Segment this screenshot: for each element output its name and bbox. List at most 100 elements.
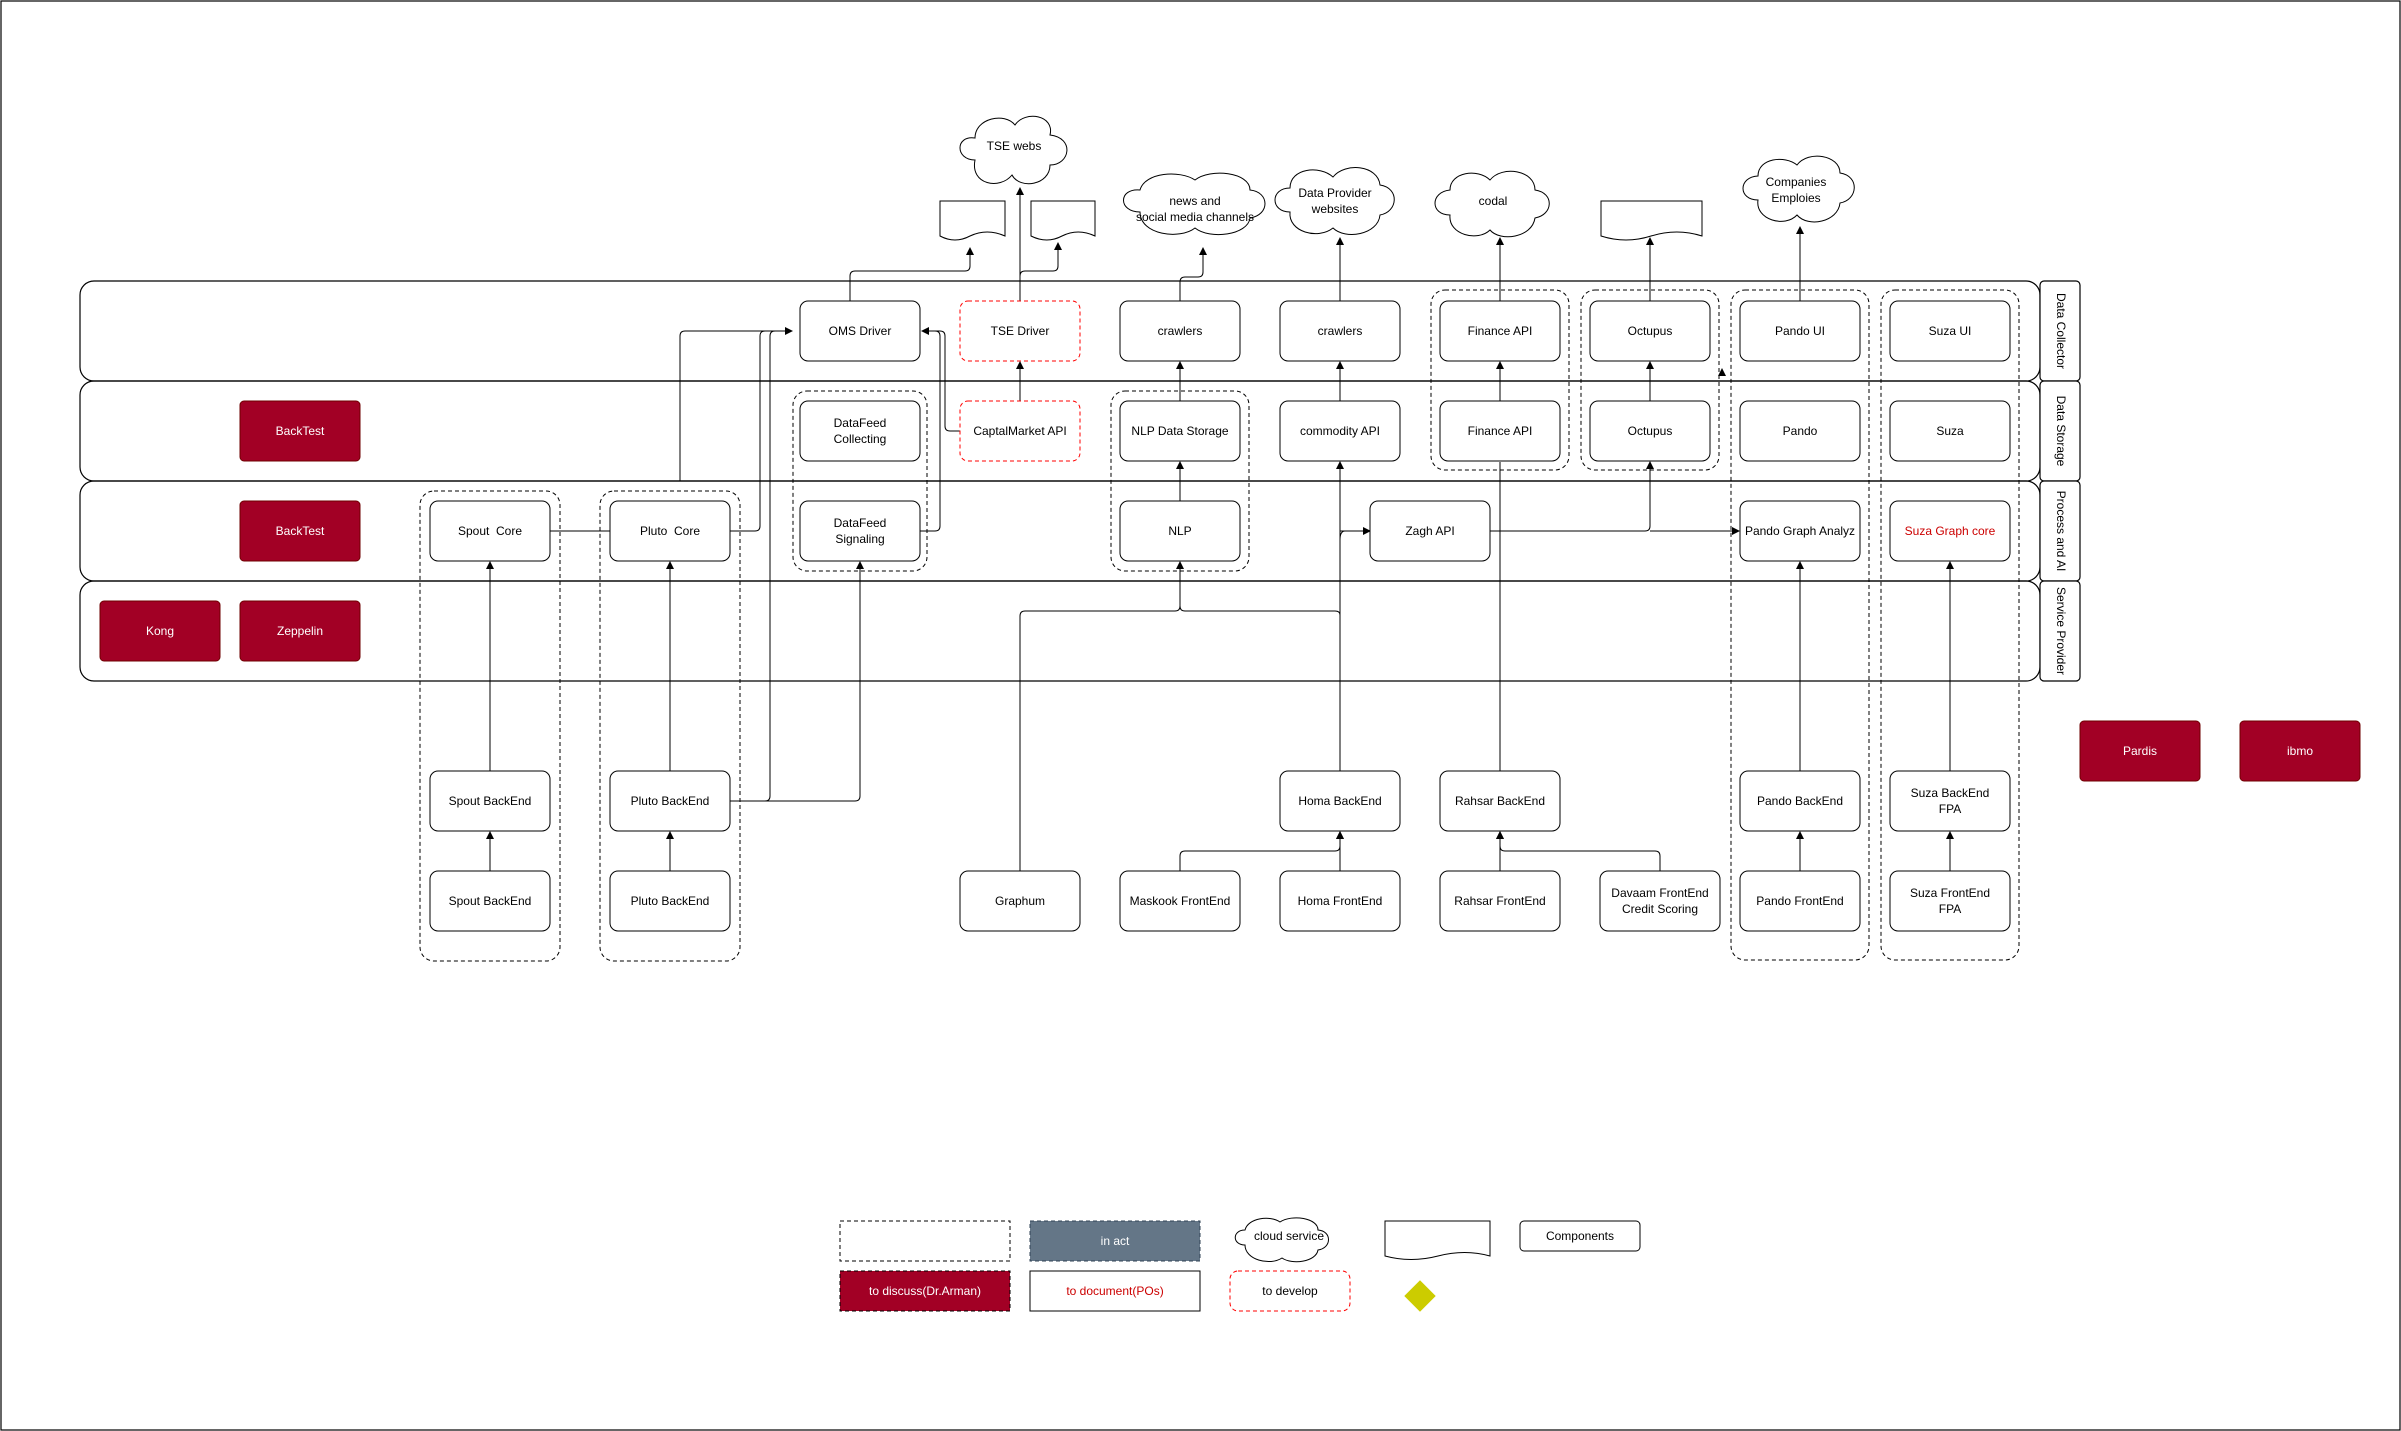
lane-label-data-collector: Data Collector [2054,293,2068,369]
node-tse-driver[interactable]: TSE Driver [959,300,1081,362]
legend-document [1384,1220,1491,1260]
edge-crawlers-news [1179,247,1207,301]
node-oms-driver-label: OMS Driver [829,324,892,338]
node-pando-ui-label: Pando UI [1775,324,1825,338]
node-pando-frontend[interactable]: Pando FrontEnd [1739,870,1861,932]
node-davaam-label-1: Davaam FrontEnd [1611,886,1708,900]
node-pando-ui[interactable]: Pando UI [1739,300,1861,362]
node-pando-frontend-label: Pando FrontEnd [1756,894,1843,908]
documents [939,200,1703,241]
node-suza-frontend-label-2: FPA [1939,902,1961,916]
node-rahsar-frontend[interactable]: Rahsar FrontEnd [1439,870,1561,932]
node-suza[interactable]: Suza [1889,400,2011,462]
node-rahsar-frontend-label: Rahsar FrontEnd [1454,894,1545,908]
node-backtest-process[interactable]: BackTest [239,500,361,562]
cloud-data-provider: Data Provider websites [1274,167,1395,235]
cloud-codal: codal [1434,170,1550,238]
lane-header-service-provider [2039,580,2081,682]
node-backtest-storage-label: BackTest [276,424,325,438]
group-pando [1730,289,1870,961]
edge-homa-zagh [1339,527,1371,541]
node-crawlers-2[interactable]: crawlers [1279,300,1401,362]
node-spout-backend-2[interactable]: Spout BackEnd [429,870,551,932]
node-pando-label: Pando [1783,424,1818,438]
node-pando-graph-label: Pando Graph Analyz [1745,524,1855,538]
node-homa-frontend-label: Homa FrontEnd [1298,894,1383,908]
nodes: OMS Driver TSE Driver crawlers crawlers … [99,300,2361,932]
node-nlp-data-storage[interactable]: NLP Data Storage [1119,400,1241,462]
cloud-news-label-1: news and [1169,194,1220,208]
node-pando-graph[interactable]: Pando Graph Analyz [1739,500,1861,562]
node-nlp[interactable]: NLP [1119,500,1241,562]
node-finance-api-bottom[interactable]: Finance API [1439,400,1561,462]
node-spout-core[interactable]: Spout Core [429,500,551,562]
cloud-data-provider-label-2: websites [1311,202,1359,216]
node-octupus-top[interactable]: Octupus [1589,300,1711,362]
node-pardis[interactable]: Pardis [2079,720,2201,782]
node-pando[interactable]: Pando [1739,400,1861,462]
node-spout-backend-1[interactable]: Spout BackEnd [429,770,551,832]
node-datafeed-collecting[interactable]: DataFeed Collecting [799,400,921,462]
node-captalmarket-api[interactable]: CaptalMarket API [959,400,1081,462]
node-rahsar-backend[interactable]: Rahsar BackEnd [1439,770,1561,832]
lane-label-data-storage: Data Storage [2054,396,2068,467]
lane-label-service-provider: Service Provider [2054,587,2068,675]
group-pluto [599,490,741,962]
node-backtest-process-label: BackTest [276,524,325,538]
node-pando-backend[interactable]: Pando BackEnd [1739,770,1861,832]
node-finance-api-top[interactable]: Finance API [1439,300,1561,362]
node-homa-frontend[interactable]: Homa FrontEnd [1279,870,1401,932]
node-graphum[interactable]: Graphum [959,870,1081,932]
node-homa-backend-label: Homa BackEnd [1298,794,1381,808]
legend-cloud-service: cloud service [1234,1217,1329,1263]
group-datafeed [792,390,928,572]
node-davaam[interactable]: Davaam FrontEnd Credit Scoring [1599,870,1721,932]
node-datafeed-signaling-label-2: Signaling [835,532,884,546]
cloud-tse-webs-label: TSE webs [987,139,1042,153]
node-nlp-data-storage-label: NLP Data Storage [1131,424,1228,438]
node-backtest-storage[interactable]: BackTest [239,400,361,462]
node-suza-ui[interactable]: Suza UI [1889,300,2011,362]
node-pluto-backend-2[interactable]: Pluto BackEnd [609,870,731,932]
node-pardis-label: Pardis [2123,744,2157,758]
node-ibmo[interactable]: ibmo [2239,720,2361,782]
node-pluto-core[interactable]: Pluto Core [609,500,731,562]
connectors [486,187,1954,871]
edge-pluto-core-oms-2 [730,330,792,532]
edge-zagh-octupus [1490,461,1654,532]
node-zagh-api[interactable]: Zagh API [1369,500,1491,562]
node-maskook-frontend[interactable]: Maskook FrontEnd [1119,870,1241,932]
node-suza-backend-label-2: FPA [1939,802,1961,816]
node-zagh-api-label: Zagh API [1405,524,1454,538]
node-commodity-api[interactable]: commodity API [1279,400,1401,462]
clouds: TSE webs news and social media channels … [959,115,1855,238]
node-oms-driver[interactable]: OMS Driver [799,300,921,362]
node-homa-backend[interactable]: Homa BackEnd [1279,770,1401,832]
node-captalmarket-api-label: CaptalMarket API [973,424,1066,438]
legend-components-label: Components [1546,1229,1614,1243]
node-suza-graph-core[interactable]: Suza Graph core [1889,500,2011,562]
node-rahsar-backend-label: Rahsar BackEnd [1455,794,1545,808]
node-pluto-core-label: Pluto Core [640,524,700,538]
group-suza [1880,289,2020,961]
node-crawlers-2-label: crawlers [1318,324,1363,338]
node-suza-frontend[interactable]: Suza FrontEnd FPA [1889,870,2011,932]
node-crawlers-1-label: crawlers [1158,324,1203,338]
node-zeppelin[interactable]: Zeppelin [239,600,361,662]
node-spout-backend-2-label: Spout BackEnd [449,894,532,908]
legend-cloud-service-label: cloud service [1254,1229,1324,1243]
node-finance-api-top-label: Finance API [1468,324,1533,338]
legend-to-develop-label: to develop [1262,1284,1318,1298]
node-suza-backend[interactable]: Suza BackEnd FPA [1889,770,2011,832]
cloud-news: news and social media channels [1123,172,1266,236]
edge-davaam-rahsar [1496,831,1661,871]
node-octupus-bottom[interactable]: Octupus [1589,400,1711,462]
node-pluto-backend-1[interactable]: Pluto BackEnd [609,770,731,832]
legend-to-develop: to develop [1229,1270,1351,1312]
node-datafeed-signaling[interactable]: DataFeed Signaling [799,500,921,562]
node-kong[interactable]: Kong [99,600,221,662]
node-crawlers-1[interactable]: crawlers [1119,300,1241,362]
